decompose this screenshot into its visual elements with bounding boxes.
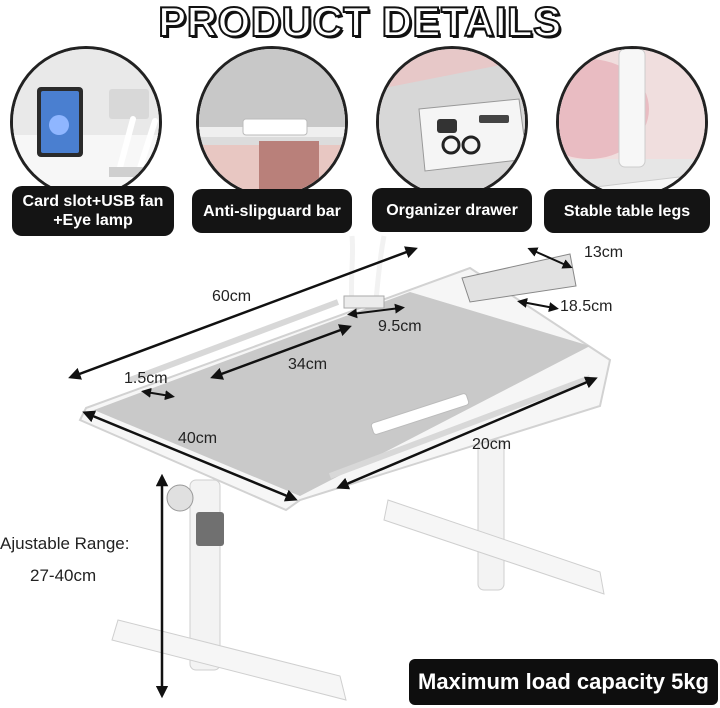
card-slot-illustration <box>13 49 159 195</box>
dim-width: 40cm <box>178 430 218 447</box>
dim-drawer-width: 13cm <box>584 244 624 261</box>
feature-label-card-slot-line2: +Eye lamp <box>53 212 133 229</box>
dim-lip-height: 1.5cm <box>124 370 168 387</box>
anti-slip-bar-illustration <box>199 49 345 195</box>
dim-drawer-depth: 18.5cm <box>560 298 613 315</box>
eye-lamp <box>348 235 356 305</box>
dimension-arrows <box>68 246 598 699</box>
feature-label-legs: Stable table legs <box>544 189 710 233</box>
feature-anti-slip-image <box>196 46 348 198</box>
feature-card-slot-image <box>10 46 162 198</box>
organizer-drawer-illustration <box>379 49 525 195</box>
load-capacity-badge: Maximum load capacity 5kg <box>409 659 718 705</box>
feature-label-drawer: Organizer drawer <box>372 188 532 232</box>
dim-groove-length: 34cm <box>288 356 328 373</box>
dim-bar-length: 20cm <box>472 436 512 453</box>
feature-drawer-image <box>376 46 528 198</box>
usb-fan <box>373 235 387 301</box>
usb-port <box>343 295 385 309</box>
height-range-value: 27-40cm <box>30 566 97 585</box>
page-title: PRODUCT DETAILS <box>157 0 562 45</box>
stable-legs-illustration <box>559 49 705 195</box>
feature-label-card-slot-line1: Card slot+USB fan <box>22 193 164 210</box>
feature-legs-image <box>556 46 708 198</box>
dim-length: 60cm <box>212 288 252 305</box>
dim-slot-width: 9.5cm <box>378 318 422 335</box>
feature-label-anti-slip: Anti-slipguard bar <box>192 189 352 233</box>
feature-label-card-slot: Card slot+USB fan +Eye lamp <box>12 186 174 236</box>
height-range-label: Ajustable Range: <box>0 534 130 553</box>
